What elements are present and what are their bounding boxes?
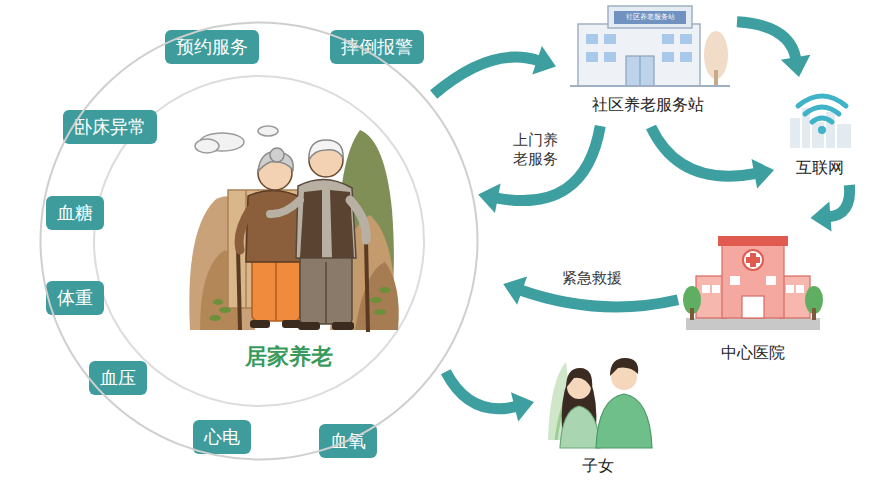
elderly-couple-scene: [189, 126, 398, 332]
edge-label: 紧急救援: [560, 268, 624, 289]
label-box: 摔倒报警: [330, 30, 424, 64]
arrow-body: [828, 185, 849, 217]
icon-node: 互联网: [778, 80, 862, 180]
box-text: 预约服务: [176, 36, 248, 58]
curved-arrow: [811, 185, 850, 232]
arrow-body: [520, 290, 678, 307]
icon-node: 中心医院: [680, 220, 825, 365]
arrow-body: [651, 127, 756, 176]
icon-node: 社区养老服务站: [560, 5, 735, 117]
curved-arrow: [651, 127, 774, 188]
node-caption: 互联网: [778, 158, 862, 178]
wifi-icon: [790, 96, 851, 148]
curved-arrow: [737, 22, 810, 77]
curved-arrow: [434, 46, 556, 94]
curved-arrow: [446, 372, 534, 422]
arrow-head: [811, 202, 832, 232]
node-caption: 中心医院: [680, 343, 825, 363]
box-text: 心电: [204, 426, 240, 448]
icon-node: 子女: [540, 340, 655, 478]
arrow-body: [434, 57, 539, 94]
arrow-head: [478, 183, 500, 212]
arrow-head: [532, 46, 556, 74]
box-text: 摔倒报警: [341, 36, 413, 58]
box-text: 血压: [100, 367, 136, 389]
arrow-head: [503, 277, 527, 305]
home-care-circle: 居家养老: [39, 21, 479, 461]
circle-outline: [39, 21, 479, 461]
label-box: 体重: [46, 281, 104, 315]
label-box: 预约服务: [165, 30, 259, 64]
sign-text: 社区养老服务站: [626, 13, 675, 22]
box-text: 血糖: [57, 202, 93, 224]
edge-label: 上门养老服务: [509, 130, 561, 170]
label-box: 心电: [193, 420, 251, 454]
building-icon: [570, 6, 730, 86]
arrow-head: [752, 159, 774, 188]
label-box: 血压: [89, 361, 147, 395]
arrow-body: [737, 22, 796, 59]
curved-arrow: [478, 126, 600, 213]
children-figures: [548, 358, 652, 448]
label-box: 血糖: [46, 196, 104, 230]
arrow-head: [781, 55, 811, 77]
arrow-body: [496, 126, 600, 201]
node-caption: 居家养老: [245, 344, 333, 370]
arrow-head: [511, 392, 534, 421]
arrow-body: [446, 372, 517, 409]
node-caption: 子女: [540, 456, 655, 476]
node-caption: 社区养老服务站: [560, 95, 735, 115]
box-text: 卧床异常: [74, 116, 146, 138]
hospital-icon: [683, 236, 823, 330]
label-box: 卧床异常: [63, 110, 157, 144]
box-text: 体重: [57, 287, 93, 309]
